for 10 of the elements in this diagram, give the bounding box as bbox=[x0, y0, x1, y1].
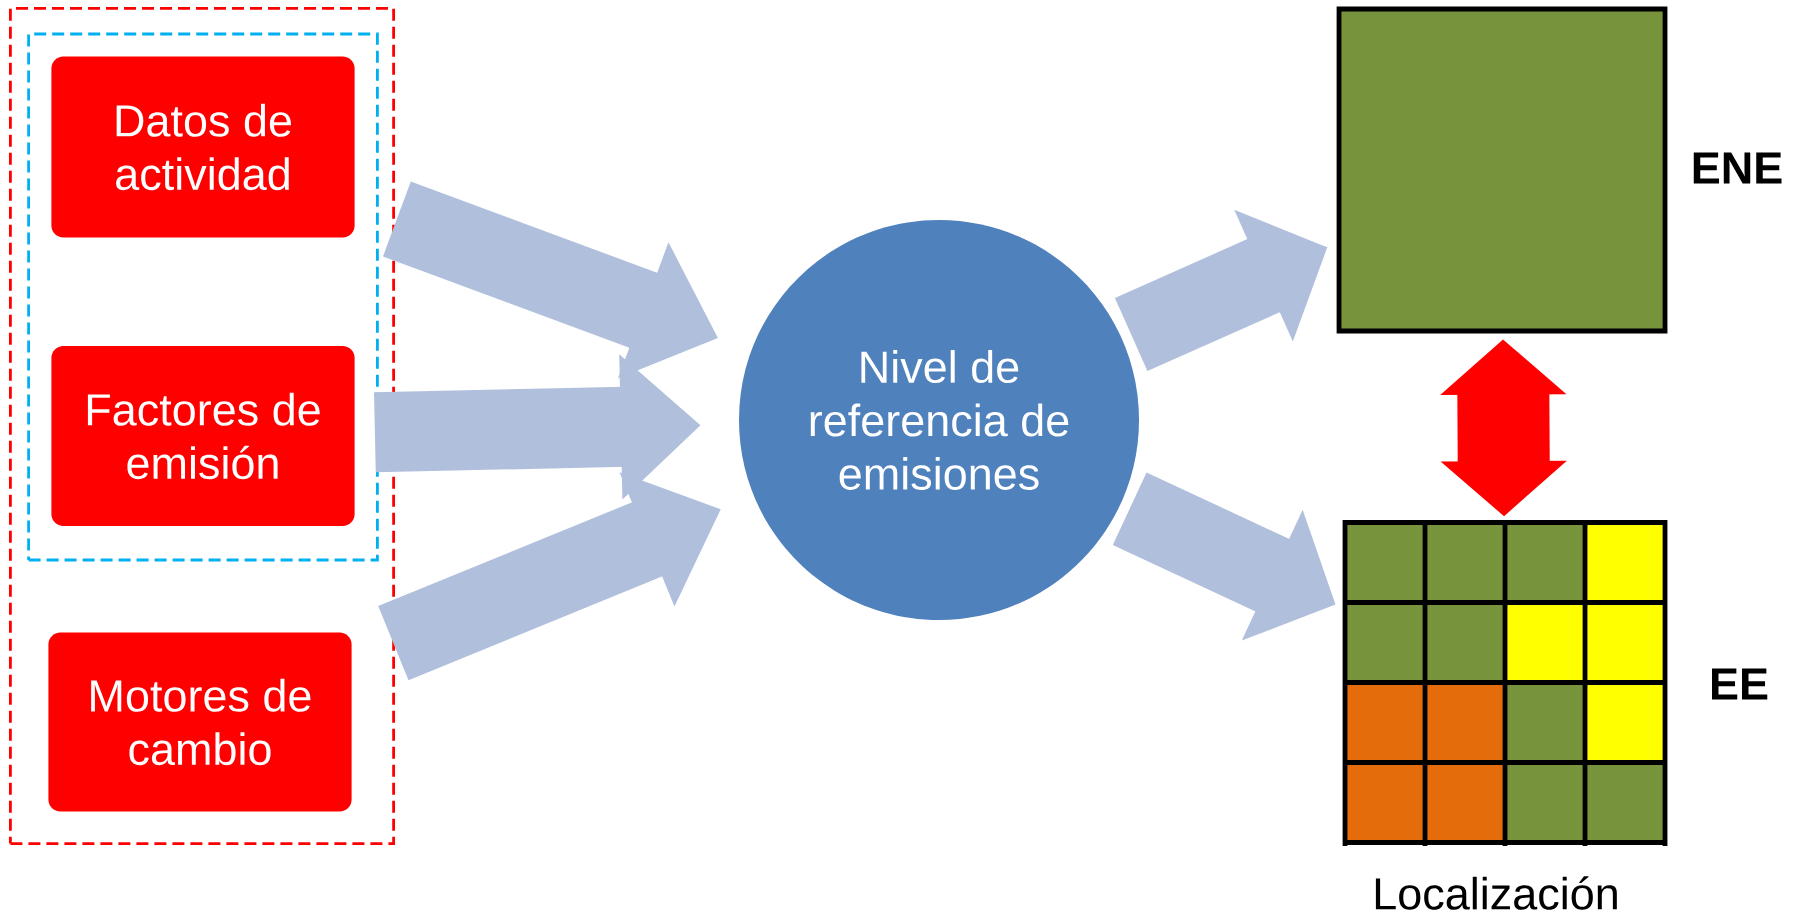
process-box: Factores de emisión bbox=[51, 346, 355, 526]
map-square bbox=[1336, 6, 1668, 334]
dashed-frame bbox=[9, 7, 395, 845]
grid-drawing bbox=[1342, 520, 1668, 846]
side-label: ENE bbox=[1693, 152, 1782, 184]
process-box: Datos de actividad bbox=[51, 56, 355, 238]
process-box: Motores de cambio bbox=[48, 632, 352, 812]
side-label: EE bbox=[1712, 668, 1768, 700]
side-label: Localización bbox=[1375, 876, 1617, 910]
dashed-frame bbox=[27, 32, 379, 562]
